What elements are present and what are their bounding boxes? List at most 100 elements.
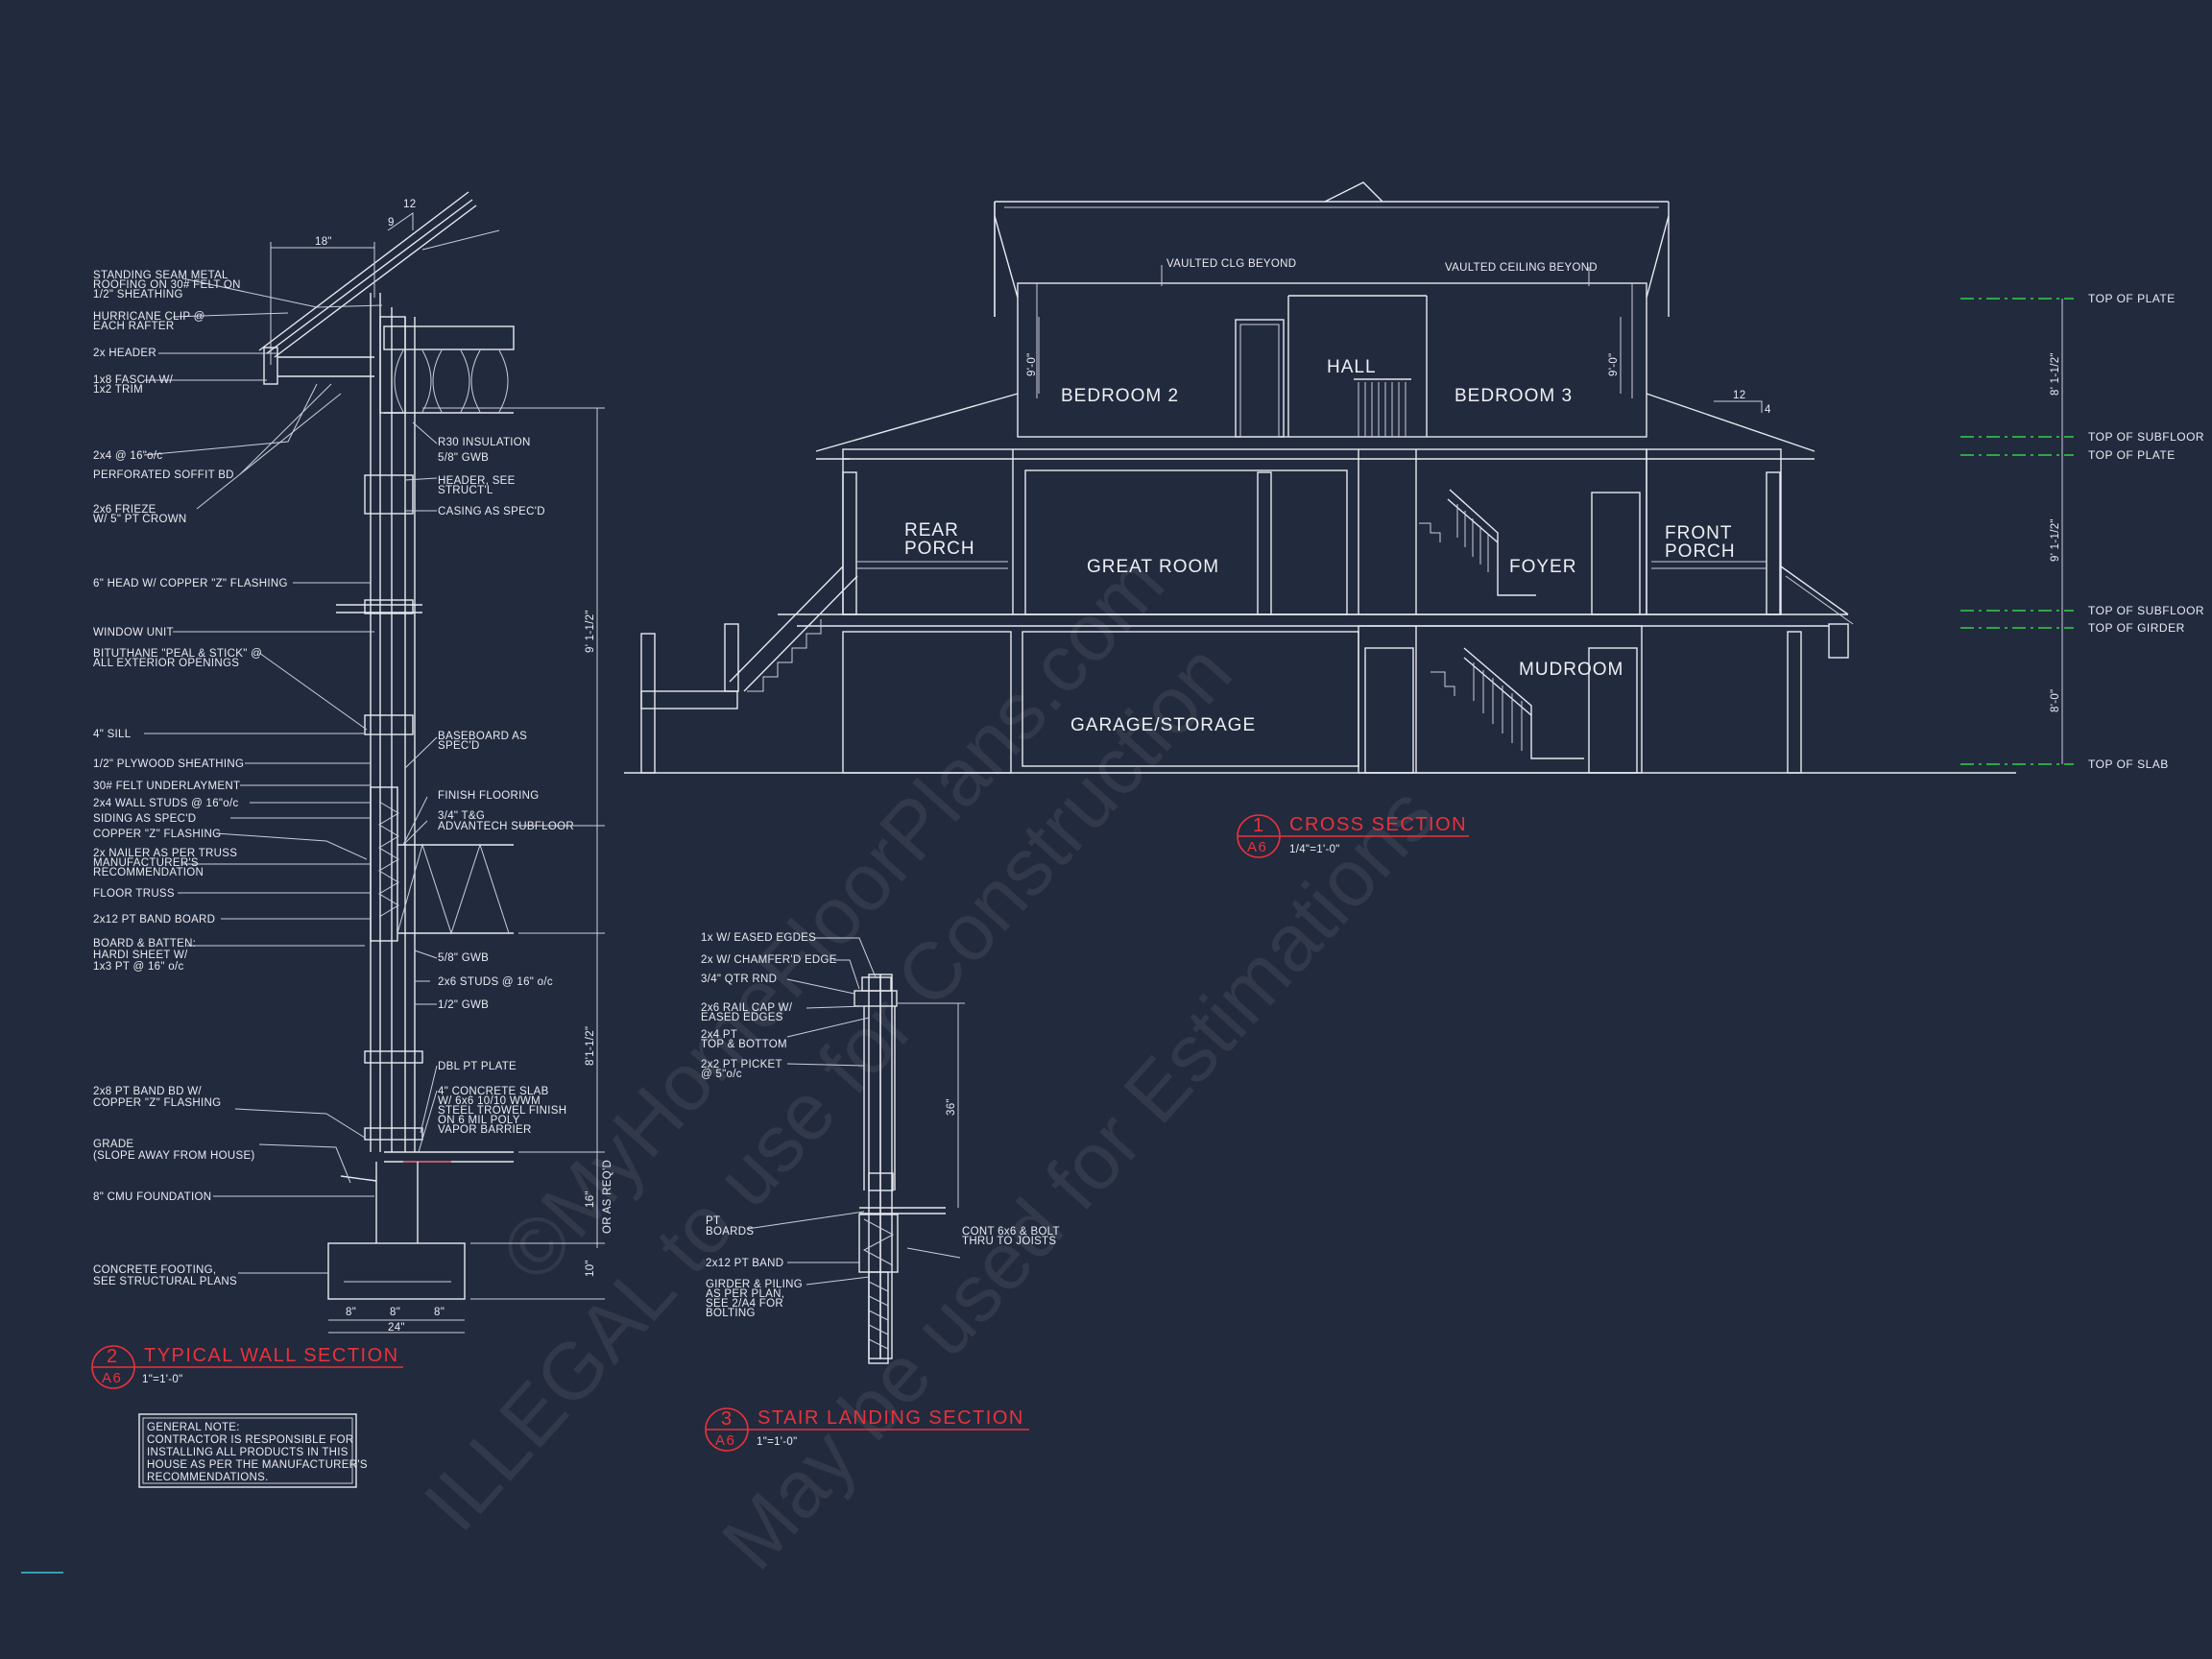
wall-dim-10: 10" <box>585 1260 596 1277</box>
wall-callout: ALL EXTERIOR OPENINGS <box>93 658 239 669</box>
stair-callout: 2x4 PT <box>701 1029 737 1041</box>
wall-callout-r: ADVANTECH SUBFLOOR <box>438 821 574 832</box>
wall-callout: 2x8 PT BAND BD W/ <box>93 1086 202 1097</box>
label-vaulted-clg: VAULTED CLG BEYOND <box>1166 258 1296 270</box>
wall-callout: (SLOPE AWAY FROM HOUSE) <box>93 1150 255 1162</box>
cross-section-rooms: BEDROOM 2 HALL BEDROOM 3 REAR PORCH GREA… <box>904 357 1735 735</box>
wall-callout: 1/2" SHEATHING <box>93 289 183 301</box>
cross-title: CROSS SECTION <box>1289 814 1467 835</box>
wall-callout: 30# FELT UNDERLAYMENT <box>93 781 240 792</box>
wall-callout-r: R30 INSULATION <box>438 437 531 448</box>
wall-section-leaders <box>143 277 383 1274</box>
general-note-box: GENERAL NOTE: CONTRACTOR IS RESPONSIBLE … <box>138 1413 368 1488</box>
level-label: TOP OF PLATE <box>2088 448 2176 462</box>
stair-callout: 2x6 RAIL CAP W/ <box>701 1002 793 1014</box>
wall-callout: 2x6 FRIEZE <box>93 504 156 516</box>
level-dim: 8' 1-1/2" <box>2050 352 2061 396</box>
wall-callout: HURRICANE CLIP @ <box>93 311 205 323</box>
stair-callout: 2x W/ CHAMFER'D EDGE <box>701 954 837 966</box>
level-label: TOP OF PLATE <box>2088 292 2176 305</box>
room-front-porch-1: FRONT <box>1665 523 1732 543</box>
cross-pitch-rise: 4 <box>1765 404 1771 416</box>
wall-title: TYPICAL WALL SECTION <box>144 1345 399 1366</box>
stair-callout: BOARDS <box>706 1226 754 1238</box>
wall-pitch-rise: 9 <box>388 217 395 228</box>
wall-callout-r: 3/4" T&G <box>438 810 485 822</box>
stair-callout: 3/4" QTR RND <box>701 974 777 985</box>
room-garage: GARAGE/STORAGE <box>1070 715 1256 735</box>
wall-callout: ROOFING ON 30# FELT ON <box>93 279 241 291</box>
cross-section-drawing: VAULTED CLG BEYOND VAULTED CEILING BEYON… <box>624 181 2016 774</box>
wall-section-title: 2 A6 TYPICAL WALL SECTION 1"=1'-0" <box>91 1345 403 1389</box>
room-rear-porch-2: PORCH <box>904 539 975 559</box>
stair-title-number: 3 <box>721 1408 733 1430</box>
dim-bed2: 9'-0" <box>1026 353 1038 376</box>
stair-title-scale: 1"=1'-0" <box>757 1436 798 1448</box>
general-note-line: RECOMMENDATIONS. <box>147 1472 269 1483</box>
wall-title-scale: 1"=1'-0" <box>142 1374 183 1385</box>
wall-callout: CONCRETE FOOTING, <box>93 1264 216 1276</box>
wall-callout: 1x2 TRIM <box>93 384 143 396</box>
cross-title-sheet: A6 <box>1247 839 1267 855</box>
label-vaulted-ceiling: VAULTED CEILING BEYOND <box>1445 262 1598 274</box>
wall-callout-r: 1/2" GWB <box>438 999 489 1011</box>
wall-overhang-dim: 18" <box>315 236 332 248</box>
wall-dim-9-1: 9' 1-1/2" <box>585 610 596 653</box>
stair-callout: 2x2 PT PICKET <box>701 1059 782 1070</box>
stair-callout: TOP & BOTTOM <box>701 1039 787 1050</box>
level-label: TOP OF SLAB <box>2088 757 2169 771</box>
level-label: TOP OF SUBFLOOR <box>2088 604 2204 617</box>
wall-callout: 2x12 PT BAND BOARD <box>93 914 215 926</box>
wall-callout-r: STEEL TROWEL FINISH <box>438 1105 566 1117</box>
wall-callout-r: DBL PT PLATE <box>438 1061 517 1072</box>
room-rear-porch-1: REAR <box>904 520 959 541</box>
wall-callout: HARDI SHEET W/ <box>93 950 188 961</box>
wall-section-callouts-right: R30 INSULATION 5/8" GWB HEADER, SEE STRU… <box>402 421 574 1153</box>
general-note-line: GENERAL NOTE: <box>147 1422 240 1433</box>
stair-callout: GIRDER & PILING <box>706 1279 803 1290</box>
wall-dim-or-as-reqd: OR AS REQ'D <box>602 1160 613 1234</box>
stair-section-drawing: 36" <box>746 937 965 1364</box>
wall-callout-r: BASEBOARD AS <box>438 731 527 742</box>
stair-callout: 1x W/ EASED EGDES <box>701 932 816 944</box>
wall-callout: 2x HEADER <box>93 348 156 359</box>
level-markers: TOP OF PLATE TOP OF SUBFLOOR TOP OF PLAT… <box>1960 292 2204 771</box>
general-note-line: HOUSE AS PER THE MANUFACTURER'S <box>147 1459 368 1471</box>
wall-callout: PERFORATED SOFFIT BD <box>93 469 234 481</box>
wall-pitch-run: 12 <box>403 199 416 210</box>
cross-title-scale: 1/4"=1'-0" <box>1289 844 1340 855</box>
wall-callout: 1x8 FASCIA W/ <box>93 374 174 386</box>
cross-title-number: 1 <box>1253 815 1265 836</box>
wall-callout: W/ 5" PT CROWN <box>93 514 187 525</box>
stair-callout-r: THRU TO JOISTS <box>962 1236 1056 1247</box>
wall-title-number: 2 <box>107 1346 119 1367</box>
wall-dim-8-1: 8'1-1/2" <box>585 1026 596 1066</box>
wall-callout: 6" HEAD W/ COPPER "Z" FLASHING <box>93 578 288 589</box>
room-hall: HALL <box>1327 357 1377 377</box>
wall-callout: EACH RAFTER <box>93 321 174 332</box>
wall-callout: 2x NAILER AS PER TRUSS <box>93 848 237 859</box>
room-bedroom3: BEDROOM 3 <box>1455 386 1573 406</box>
general-note-line: INSTALLING ALL PRODUCTS IN THIS <box>147 1447 349 1458</box>
wall-callout-r: 5/8" GWB <box>438 952 489 964</box>
wall-callout: 1/2" PLYWOOD SHEATHING <box>93 758 244 770</box>
stair-callout: @ 5"o/c <box>701 1069 742 1080</box>
wall-section-drawing: 12 9 18" <box>258 191 613 1334</box>
wall-callout-r: FINISH FLOORING <box>438 790 539 802</box>
wall-callout-r: SPEC'D <box>438 740 480 752</box>
wall-callout-r: CASING AS SPEC'D <box>438 506 545 517</box>
wall-callout: STANDING SEAM METAL <box>93 270 228 281</box>
wall-callout: 2x4 @ 16"o/c <box>93 450 162 462</box>
wall-callout: RECOMMENDATION <box>93 867 204 878</box>
cross-pitch-run: 12 <box>1733 390 1745 401</box>
wall-callout-r: W/ 6x6 10/10 WWM <box>438 1095 541 1107</box>
stair-dim: 36" <box>946 1098 957 1116</box>
wall-callout-r: HEADER, SEE <box>438 475 516 487</box>
dim-bed3: 9'-0" <box>1608 353 1620 376</box>
wall-callout: BOARD & BATTEN: <box>93 938 196 950</box>
stair-callout: AS PER PLAN, <box>706 1288 784 1300</box>
stair-title: STAIR LANDING SECTION <box>757 1407 1024 1429</box>
wall-callout: FLOOR TRUSS <box>93 888 175 900</box>
cross-section-title: 1 A6 CROSS SECTION 1/4"=1'-0" <box>1237 814 1469 858</box>
